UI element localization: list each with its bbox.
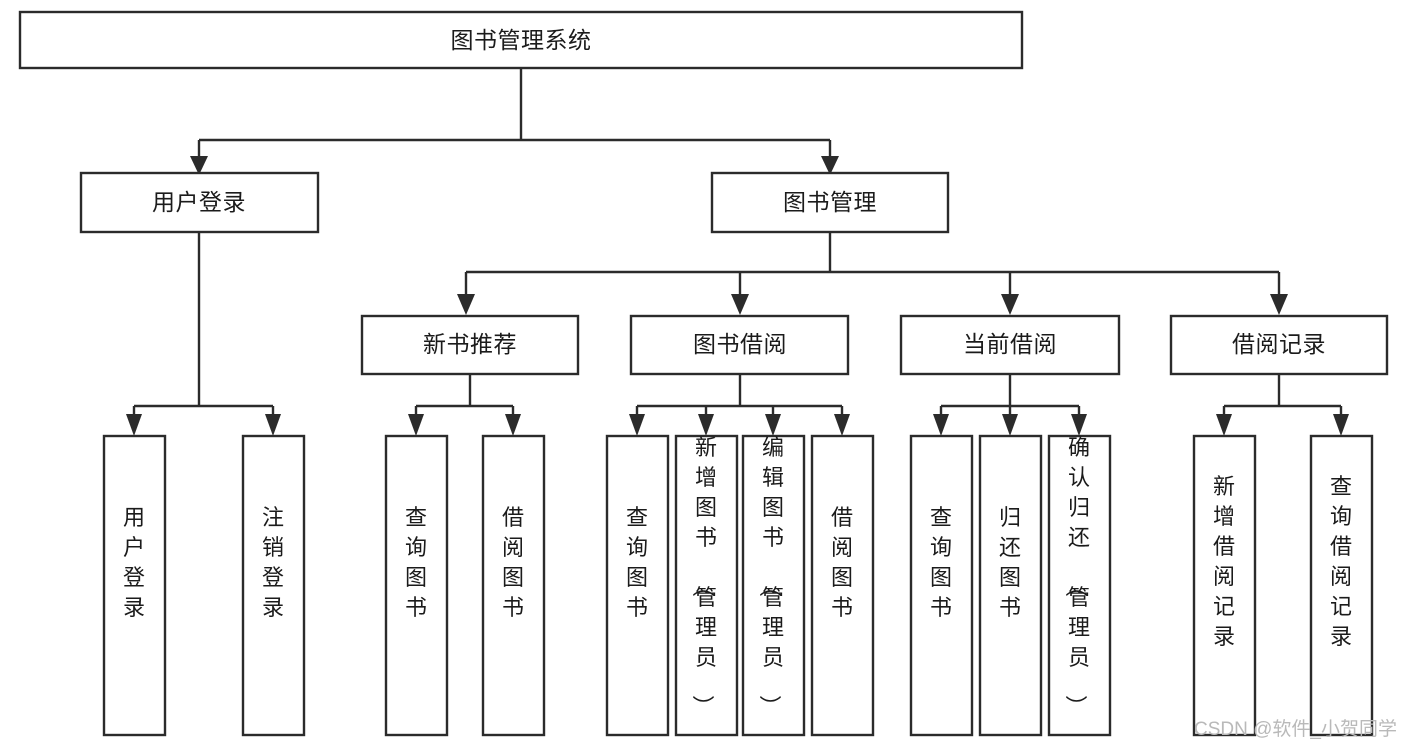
node-user-login[interactable]: 用户登录 — [79, 171, 320, 234]
leaf-nbr-query-book[interactable]: 查询图书 — [384, 434, 449, 737]
node-box — [360, 314, 580, 376]
connector-group-borrow-record — [1216, 374, 1349, 436]
node-label: 用户登录 — [123, 505, 145, 620]
node-label: 图书管理 — [783, 189, 877, 215]
node-label: 查询图书 — [930, 505, 952, 620]
node-box — [1309, 434, 1374, 737]
connector-group-new-book-recommend — [408, 374, 521, 436]
arrow-to-cb-leaf-2 — [1002, 414, 1018, 436]
node-new-book-recommend[interactable]: 新书推荐 — [360, 314, 580, 376]
arrow-to-nbr-leaf-1 — [408, 414, 424, 436]
arrow-to-new-book-recommend — [457, 294, 475, 315]
node-book-borrow[interactable]: 图书借阅 — [629, 314, 850, 376]
arrow-to-bb-leaf-3 — [765, 414, 781, 436]
node-box — [674, 434, 739, 737]
arrow-to-nbr-leaf-2 — [505, 414, 521, 436]
leaf-br-query-record[interactable]: 查询借阅记录 — [1309, 434, 1374, 737]
connector-group-root — [190, 68, 839, 175]
node-book-management[interactable]: 图书管理 — [710, 171, 950, 234]
leaf-cb-return-book[interactable]: 归还图书 — [978, 434, 1043, 737]
arrow-to-cb-leaf-3 — [1071, 414, 1087, 436]
node-root-book-management-system[interactable]: 图书管理系统 — [18, 10, 1024, 70]
arrow-to-bb-leaf-2 — [698, 414, 714, 436]
leaf-bb-add-book-admin[interactable]: 新增图书（管理员） — [674, 434, 739, 737]
node-label: 查询图书 — [626, 505, 648, 620]
leaf-br-add-record[interactable]: 新增借阅记录 — [1192, 434, 1257, 737]
node-box — [481, 434, 546, 737]
node-current-borrow[interactable]: 当前借阅 — [899, 314, 1121, 376]
node-label: 图书管理系统 — [451, 27, 592, 53]
node-label: 图书借阅 — [693, 331, 787, 357]
node-label: 归还图书 — [999, 505, 1021, 620]
node-label: 查询图书 — [405, 505, 427, 620]
node-box — [241, 434, 306, 737]
arrow-to-leaf-logout — [265, 414, 281, 436]
node-box — [79, 171, 320, 234]
leaf-bb-edit-book-admin[interactable]: 编辑图书（管理员） — [741, 434, 806, 737]
arrow-to-br-leaf-2 — [1333, 414, 1349, 436]
node-label: 查询借阅记录 — [1330, 474, 1352, 649]
arrow-to-current-borrow — [1001, 294, 1019, 315]
node-box — [909, 434, 974, 737]
node-label: 借阅记录 — [1232, 331, 1326, 357]
node-box — [810, 434, 875, 737]
arrow-to-book-manage — [821, 156, 839, 175]
arrow-to-borrow-record — [1270, 294, 1288, 315]
node-label: 编辑图书（管理员） — [757, 435, 784, 717]
leaf-cb-query-book[interactable]: 查询图书 — [909, 434, 974, 737]
connector-group-book-manage — [457, 232, 1288, 315]
node-box — [1169, 314, 1389, 376]
node-box — [605, 434, 670, 737]
leaf-logout-login[interactable]: 注销登录 — [241, 434, 306, 737]
connector-group-user-login — [126, 232, 281, 436]
node-label: 借阅图书 — [831, 505, 853, 620]
node-label: 借阅图书 — [502, 505, 524, 620]
node-box — [741, 434, 806, 737]
leaf-cb-confirm-return-admin[interactable]: 确认归还（管理员） — [1047, 434, 1112, 737]
connector-group-book-borrow — [629, 374, 850, 436]
node-box — [978, 434, 1043, 737]
node-borrow-record[interactable]: 借阅记录 — [1169, 314, 1389, 376]
node-box — [384, 434, 449, 737]
leaf-bb-borrow-book[interactable]: 借阅图书 — [810, 434, 875, 737]
node-box — [899, 314, 1121, 376]
node-label: 注销登录 — [262, 505, 284, 620]
connector-group-current-borrow — [933, 374, 1087, 436]
node-label: 用户登录 — [152, 189, 246, 215]
leaf-user-login[interactable]: 用户登录 — [102, 434, 167, 737]
node-box — [1192, 434, 1257, 737]
node-box — [629, 314, 850, 376]
leaf-nbr-borrow-book[interactable]: 借阅图书 — [481, 434, 546, 737]
node-label: 新书推荐 — [423, 331, 517, 357]
node-box — [18, 10, 1024, 70]
arrow-to-bb-leaf-1 — [629, 414, 645, 436]
leaf-bb-query-book[interactable]: 查询图书 — [605, 434, 670, 737]
node-label: 当前借阅 — [963, 331, 1057, 357]
arrow-to-bb-leaf-4 — [834, 414, 850, 436]
node-box — [102, 434, 167, 737]
node-box — [1047, 434, 1112, 737]
arrow-to-cb-leaf-1 — [933, 414, 949, 436]
csdn-watermark: CSDN @软件_小贺同学 — [1194, 719, 1397, 740]
arrow-to-br-leaf-1 — [1216, 414, 1232, 436]
node-label: 新增借阅记录 — [1213, 474, 1235, 649]
node-label: 确认归还（管理员） — [1063, 435, 1090, 717]
node-box — [710, 171, 950, 234]
arrow-to-user-login — [190, 156, 208, 175]
node-label: 新增图书（管理员） — [690, 435, 717, 717]
arrow-to-leaf-user-login — [126, 414, 142, 436]
arrow-to-book-borrow — [731, 294, 749, 315]
